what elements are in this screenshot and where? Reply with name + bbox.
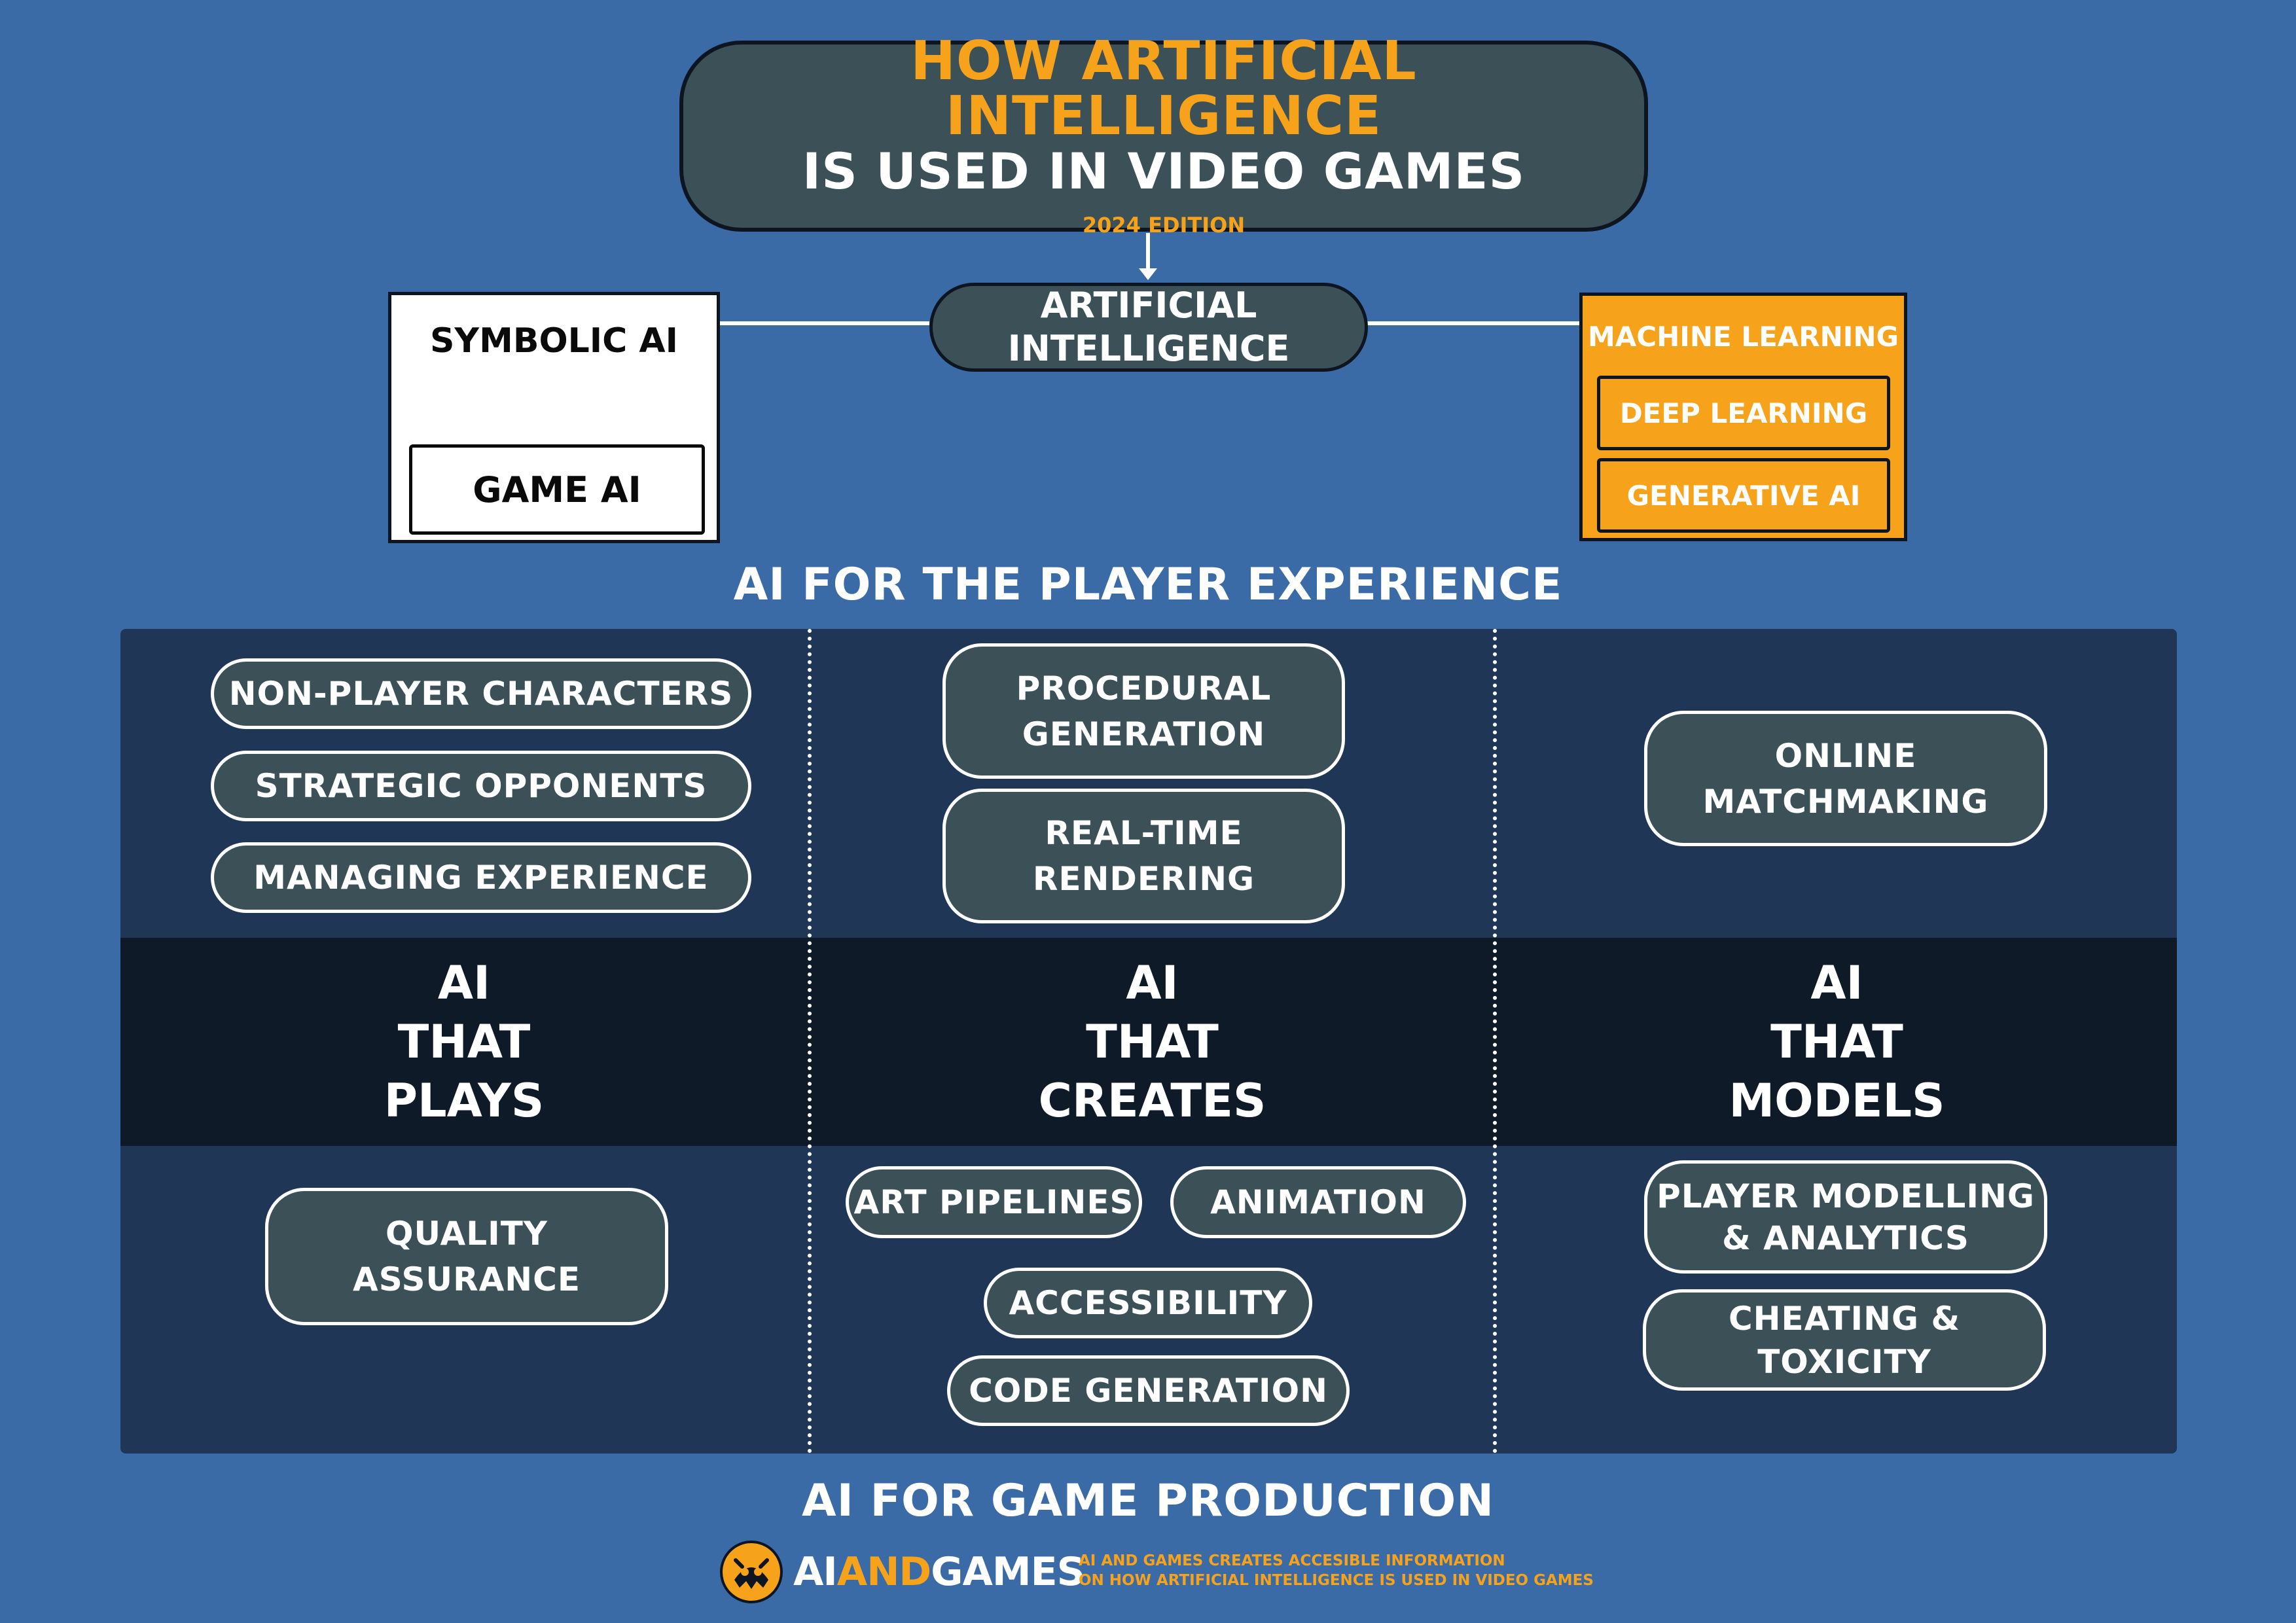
pill-cheating-toxicity-line-1: CHEATING &	[1728, 1299, 1961, 1338]
divider-left	[808, 629, 812, 1454]
pill-cheating-toxicity: CHEATING & TOXICITY	[1643, 1289, 2046, 1391]
ai-node: ARTIFICIAL INTELLIGENCE	[929, 283, 1368, 372]
heading-player-experience: AI FOR THE PLAYER EXPERIENCE	[733, 558, 1563, 611]
title-arrow-head	[1139, 268, 1157, 280]
pillar-models-line-2: THAT	[1770, 1015, 1903, 1069]
machine-learning-box: MACHINE LEARNING DEEP LEARNING GENERATIV…	[1579, 293, 1907, 541]
pillar-plays-line-2: THAT	[397, 1015, 531, 1069]
pill-animation: ANIMATION	[1170, 1166, 1466, 1238]
pill-accessibility: ACCESSIBILITY	[984, 1268, 1312, 1338]
logo-word-games: GAMES	[931, 1549, 1085, 1595]
title-line-1: HOW ARTIFICIAL INTELLIGENCE	[910, 30, 1417, 147]
logo-word-and: AND	[836, 1549, 931, 1595]
pillar-plays: AI THAT PLAYS	[120, 938, 808, 1146]
divider-right	[1493, 629, 1497, 1454]
pillar-plays-line-1: AI	[437, 956, 491, 1010]
title-line-2: IS USED IN VIDEO GAMES	[802, 142, 1526, 200]
pill-real-time-rendering-line-1: REAL-TIME	[1045, 814, 1243, 852]
pill-procedural-generation: PROCEDURAL GENERATION	[942, 643, 1345, 779]
mascot-icon	[720, 1541, 783, 1603]
pillar-creates-line-3: CREATES	[1038, 1074, 1266, 1128]
pillar-models-line-1: AI	[1810, 956, 1863, 1010]
title-box: HOW ARTIFICIAL INTELLIGENCE IS USED IN V…	[679, 34, 1648, 238]
pill-art-pipelines: ART PIPELINES	[846, 1166, 1142, 1238]
footer-logo: AIANDGAMES	[720, 1539, 1085, 1605]
pill-procedural-generation-line-2: GENERATION	[1022, 715, 1266, 753]
pillar-creates: AI THAT CREATES	[812, 938, 1493, 1146]
ai-node-line-1: ARTIFICIAL	[1040, 285, 1257, 326]
generative-ai-box: GENERATIVE AI	[1597, 458, 1890, 533]
game-ai-box: GAME AI	[409, 444, 705, 535]
symbolic-ai-label: SYMBOLIC AI	[429, 321, 679, 361]
ai-node-line-2: INTELLIGENCE	[1007, 328, 1290, 369]
deep-learning-box: DEEP LEARNING	[1597, 376, 1890, 450]
pill-real-time-rendering-line-2: RENDERING	[1032, 860, 1255, 898]
pill-quality-assurance-line-2: ASSURANCE	[353, 1260, 581, 1298]
logo-word-ai: AI	[793, 1549, 838, 1595]
pill-quality-assurance-line-1: QUALITY	[385, 1215, 548, 1253]
pill-real-time-rendering: REAL-TIME RENDERING	[942, 789, 1345, 923]
pill-cheating-toxicity-line-2: TOXICITY	[1757, 1342, 1931, 1381]
footer-tagline-line-1: AI AND GAMES CREATES ACCESIBLE INFORMATI…	[1079, 1552, 1505, 1569]
pillar-creates-line-2: THAT	[1086, 1015, 1219, 1069]
footer-tagline: AI AND GAMES CREATES ACCESIBLE INFORMATI…	[1079, 1551, 1615, 1590]
pill-non-player-characters: NON-PLAYER CHARACTERS	[211, 658, 751, 729]
edition-label: 2024 EDITION	[1082, 213, 1246, 238]
title-arrow	[1146, 233, 1150, 271]
pill-player-modelling-line-2: & ANALYTICS	[1722, 1219, 1969, 1257]
pill-quality-assurance: QUALITY ASSURANCE	[265, 1188, 668, 1325]
logo-wordmark: AIANDGAMES	[793, 1550, 1085, 1594]
pill-strategic-opponents: STRATEGIC OPPONENTS	[211, 751, 751, 821]
connector-right	[1367, 321, 1579, 325]
heading-game-production: AI FOR GAME PRODUCTION	[801, 1474, 1495, 1527]
connector-left	[720, 321, 929, 325]
pill-code-generation: CODE GENERATION	[947, 1355, 1350, 1426]
symbolic-ai-box: SYMBOLIC AI GAME AI	[388, 292, 720, 543]
pill-procedural-generation-line-1: PROCEDURAL	[1016, 669, 1272, 707]
pillar-creates-line-1: AI	[1126, 956, 1179, 1010]
pill-player-modelling-line-1: PLAYER MODELLING	[1657, 1177, 2035, 1215]
pill-managing-experience: MANAGING EXPERIENCE	[211, 842, 751, 913]
pillar-band	[120, 938, 2177, 1146]
pillar-models-line-3: MODELS	[1729, 1074, 1945, 1128]
pill-online-matchmaking: ONLINE MATCHMAKING	[1644, 711, 2047, 846]
pillar-models: AI THAT MODELS	[1497, 938, 2177, 1146]
pill-online-matchmaking-line-1: ONLINE	[1774, 736, 1917, 775]
footer-tagline-line-2: ON HOW ARTIFICIAL INTELLIGENCE IS USED I…	[1079, 1572, 1594, 1589]
pill-online-matchmaking-line-2: MATCHMAKING	[1702, 782, 1989, 821]
pillar-plays-line-3: PLAYS	[384, 1074, 545, 1128]
pill-player-modelling: PLAYER MODELLING & ANALYTICS	[1644, 1160, 2047, 1274]
machine-learning-label: MACHINE LEARNING	[1587, 321, 1899, 353]
